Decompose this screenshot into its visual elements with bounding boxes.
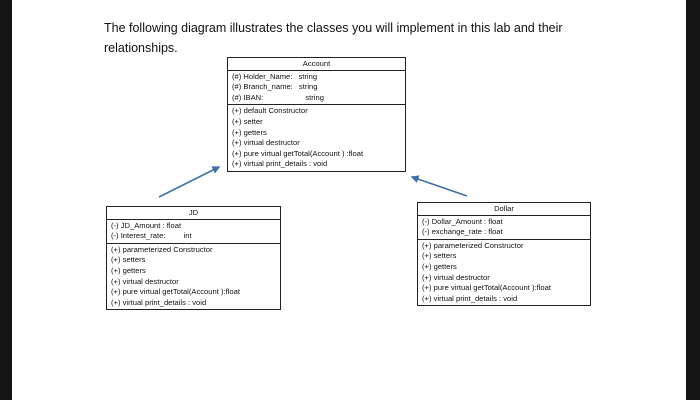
class-account-attributes: (#) Holder_Name: string (#) Branch_name:…	[228, 71, 405, 106]
attribute-row: (-) exchange_rate : float	[422, 227, 586, 238]
attribute-name: (#) Branch_name:	[232, 82, 293, 92]
method-row: (+) parameterized Constructor	[422, 240, 524, 250]
method-row: (+) virtual destructor	[111, 276, 179, 286]
method-row: (+) default Constructor	[232, 106, 308, 116]
method-row: (+) pure virtual getTotal(Account ):floa…	[111, 287, 240, 297]
method-row: (+) parameterized Constructor	[111, 244, 213, 254]
attribute-name: (-) Interest_rate:	[111, 231, 166, 241]
class-jd-methods: (+) parameterized Constructor (+) setter…	[107, 244, 280, 310]
arrow-jd-to-account	[158, 166, 221, 198]
class-jd-attributes: (-) JD_Amount : float (-) Interest_rate:…	[107, 220, 280, 244]
method-row: (+) getters	[111, 265, 146, 275]
document-page: The following diagram illustrates the cl…	[12, 0, 686, 400]
class-dollar-methods: (+) parameterized Constructor (+) setter…	[418, 240, 590, 306]
attribute-type: string	[298, 71, 318, 81]
method-row: (+) virtual print_details : void	[232, 159, 328, 169]
attribute-row: (-) Dollar_Amount : float	[422, 217, 586, 228]
method-row: (+) setters	[111, 255, 146, 265]
method-row: (+) pure virtual getTotal(Account ) :flo…	[232, 148, 364, 158]
class-dollar-name: Dollar	[418, 203, 590, 216]
method-row: (+) virtual print_details : void	[111, 297, 207, 307]
class-jd-name: JD	[107, 207, 280, 220]
class-account-methods: (+) default Constructor (+) setter (+) g…	[228, 105, 405, 171]
class-account-name: Account	[228, 58, 405, 71]
attribute-row: (-) Interest_rate: int	[111, 231, 276, 242]
attribute-name: (#) IBAN:	[232, 92, 264, 102]
attribute-type: int	[183, 231, 192, 241]
attribute-row: (#) Branch_name: string	[232, 82, 401, 93]
class-dollar-attributes: (-) Dollar_Amount : float (-) exchange_r…	[418, 216, 590, 240]
attribute-name: (-) JD_Amount : float	[111, 220, 182, 230]
intro-text: The following diagram illustrates the cl…	[104, 21, 563, 55]
method-row: (+) pure virtual getTotal(Account ):floa…	[422, 283, 551, 293]
attribute-name: (#) Holder_Name:	[232, 71, 293, 81]
attribute-name: (-) exchange_rate : float	[422, 227, 503, 237]
inheritance-arrows	[158, 166, 468, 198]
attribute-name: (-) Dollar_Amount : float	[422, 216, 503, 226]
attribute-type: string	[305, 92, 324, 102]
method-row: (+) setters	[422, 251, 457, 261]
attribute-row: (#) IBAN: string	[232, 93, 401, 104]
attribute-type: string	[298, 82, 318, 92]
method-row: (+) virtual destructor	[232, 138, 300, 148]
method-row: (+) virtual print_details : void	[422, 293, 518, 303]
class-jd: JD (-) JD_Amount : float (-) Interest_ra…	[106, 206, 281, 311]
method-row: (+) getters	[232, 127, 267, 137]
attribute-row: (#) Holder_Name: string	[232, 72, 401, 83]
arrow-dollar-to-account	[410, 175, 468, 197]
method-row: (+) setter	[232, 116, 263, 126]
class-dollar: Dollar (-) Dollar_Amount : float (-) exc…	[417, 202, 591, 307]
method-row: (+) virtual destructor	[422, 272, 490, 282]
class-account: Account (#) Holder_Name: string (#) Bran…	[227, 57, 406, 172]
attribute-row: (-) JD_Amount : float	[111, 221, 276, 232]
method-row: (+) getters	[422, 261, 457, 271]
